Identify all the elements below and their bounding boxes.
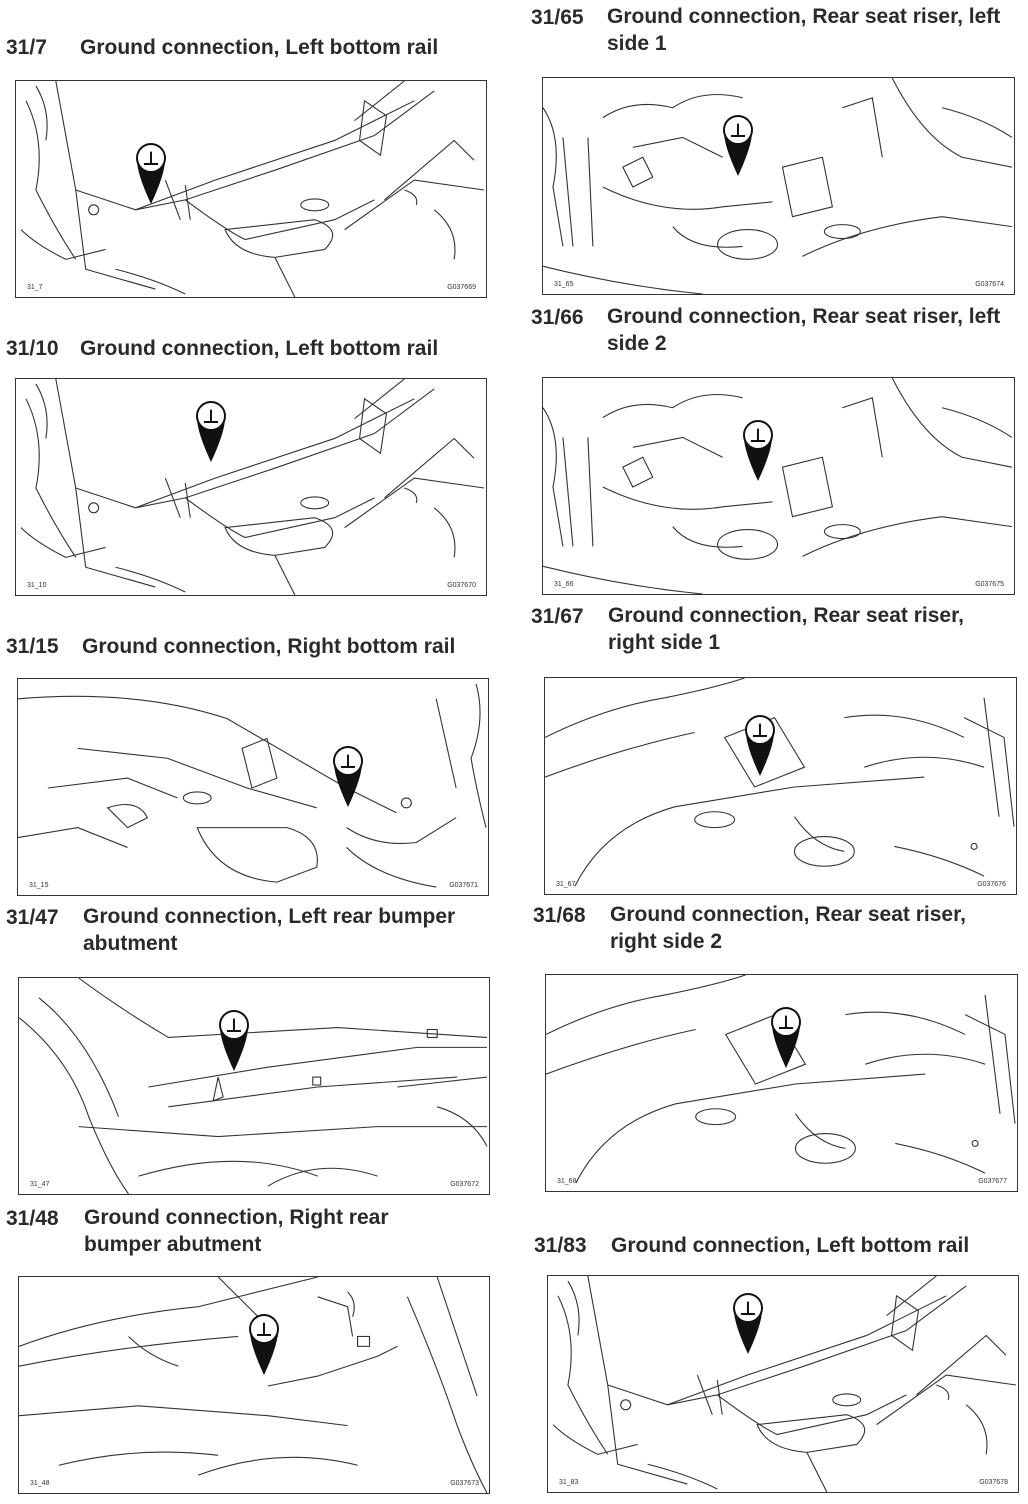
figure-code: 31/83: [534, 1234, 587, 1257]
figure-title: Ground connection, Left rear bumper abut…: [83, 905, 456, 955]
figure-title: Ground connection, Left bottom rail: [80, 36, 439, 59]
figure-reference: G037676: [977, 881, 1006, 888]
figure-reference: G037670: [447, 582, 476, 589]
figure-title: Ground connection, Left bottom rail: [80, 337, 439, 360]
line-art-drawing: [543, 78, 1013, 294]
figure-id: 31_7: [27, 284, 43, 291]
figure-illustration: ⊥ 31_15 G037671: [17, 678, 489, 896]
figure-illustration: ⊥ 31_10 G037670: [15, 378, 487, 596]
figure-illustration: ⊥ 31_7 G037669: [15, 80, 487, 298]
line-art-drawing: [552, 1276, 1017, 1492]
ground-point-icon: ⊥: [217, 1009, 251, 1073]
figure-reference: G037675: [975, 581, 1004, 588]
figure-illustration: ⊥ 31_65 G037674: [542, 77, 1015, 295]
svg-text:⊥: ⊥: [255, 1319, 272, 1341]
figure-title: Ground connection, Rear seat riser, left…: [607, 5, 1001, 55]
figure-title: Ground connection, Rear seat riser, righ…: [608, 604, 964, 654]
figure-title: Ground connection, Right bottom rail: [82, 635, 456, 658]
svg-text:⊥: ⊥: [749, 425, 766, 447]
line-art-drawing: [20, 379, 485, 595]
figure-reference: G037677: [978, 1178, 1007, 1185]
ground-point-icon: ⊥: [731, 1292, 765, 1356]
figure-title: Ground connection, Rear seat riser, righ…: [610, 903, 966, 953]
figure-code: 31/66: [531, 306, 584, 329]
figure-id: 31_48: [30, 1480, 50, 1487]
figure-illustration: ⊥ 31_48 G037673: [18, 1276, 490, 1494]
figure-title: Ground connection, Left bottom rail: [611, 1234, 970, 1257]
figure-reference: G037673: [450, 1480, 479, 1487]
line-art-drawing: [545, 678, 1015, 887]
figure-id: 31_67: [556, 881, 576, 888]
line-art-drawing: [19, 978, 488, 1194]
figure-title: Ground connection, Right rear bumper abu…: [84, 1206, 389, 1256]
svg-text:⊥: ⊥: [751, 720, 768, 742]
figure-code: 31/65: [531, 6, 584, 29]
figure-illustration: ⊥ 31_66 G037675: [542, 377, 1015, 595]
figure-illustration: ⊥ 31_68 G037677: [545, 974, 1018, 1192]
svg-text:⊥: ⊥: [202, 406, 219, 428]
figure-id: 31_83: [559, 1479, 579, 1486]
line-art-drawing: [546, 975, 1016, 1184]
figure-illustration: ⊥ 31_83 G037678: [547, 1275, 1019, 1493]
line-art-drawing: [20, 81, 485, 297]
figure-code: 31/68: [533, 904, 586, 927]
figure-code: 31/47: [6, 906, 59, 929]
ground-point-icon: ⊥: [741, 419, 775, 483]
svg-text:⊥: ⊥: [339, 751, 356, 773]
figure-id: 31_68: [557, 1178, 577, 1185]
line-art-drawing: [19, 1277, 488, 1493]
line-art-drawing: [18, 683, 487, 888]
figure-code: 31/48: [6, 1207, 59, 1230]
figure-id: 31_65: [554, 281, 574, 288]
figure-id: 31_47: [30, 1181, 50, 1188]
figure-reference: G037669: [447, 284, 476, 291]
figure-code: 31/15: [6, 635, 59, 658]
figure-code: 31/7: [6, 36, 47, 59]
svg-text:⊥: ⊥: [142, 148, 159, 170]
ground-point-icon: ⊥: [247, 1313, 281, 1377]
figure-title: Ground connection, Rear seat riser, left…: [607, 305, 1001, 355]
svg-text:⊥: ⊥: [739, 1298, 756, 1320]
figure-illustration: ⊥ 31_47 G037672: [18, 977, 490, 1195]
ground-point-icon: ⊥: [134, 142, 168, 206]
svg-text:⊥: ⊥: [777, 1012, 794, 1034]
figure-id: 31_66: [554, 581, 574, 588]
ground-point-icon: ⊥: [194, 400, 228, 464]
ground-point-icon: ⊥: [721, 114, 755, 178]
line-art-drawing: [543, 378, 1013, 594]
svg-text:⊥: ⊥: [729, 120, 746, 142]
figure-reference: G037674: [975, 281, 1004, 288]
figure-code: 31/10: [6, 337, 59, 360]
figure-reference: G037672: [450, 1181, 479, 1188]
ground-point-icon: ⊥: [743, 714, 777, 778]
figure-reference: G037678: [979, 1479, 1008, 1486]
ground-point-icon: ⊥: [769, 1006, 803, 1070]
figure-illustration: ⊥ 31_67 G037676: [544, 677, 1017, 895]
figure-code: 31/67: [531, 605, 584, 628]
figure-id: 31_15: [29, 882, 49, 889]
ground-point-icon: ⊥: [331, 745, 365, 809]
figure-id: 31_10: [27, 582, 47, 589]
svg-text:⊥: ⊥: [225, 1015, 242, 1037]
figure-reference: G037671: [449, 882, 478, 889]
